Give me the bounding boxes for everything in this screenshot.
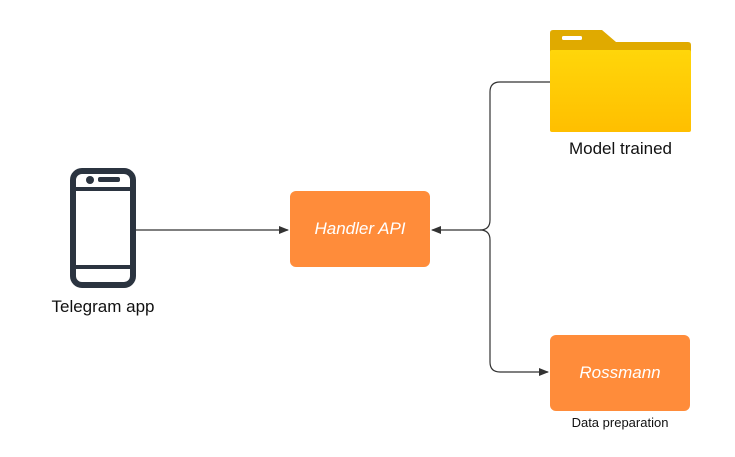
rossmann-label: Rossmann [579,363,661,382]
smartphone-icon [70,168,136,288]
telegram-app-label: Telegram app [51,297,155,316]
connector-model-to-handler [431,81,550,234]
handler-api-node[interactable]: Handler API [290,191,430,267]
data-preparation-caption: Data preparation [571,415,669,430]
connector-handler-to-rossmann [479,229,549,376]
model-trained-label: Model trained [568,139,672,158]
handler-api-label: Handler API [314,219,406,238]
folder-icon [550,30,691,132]
rossmann-node[interactable]: Rossmann [550,335,690,411]
